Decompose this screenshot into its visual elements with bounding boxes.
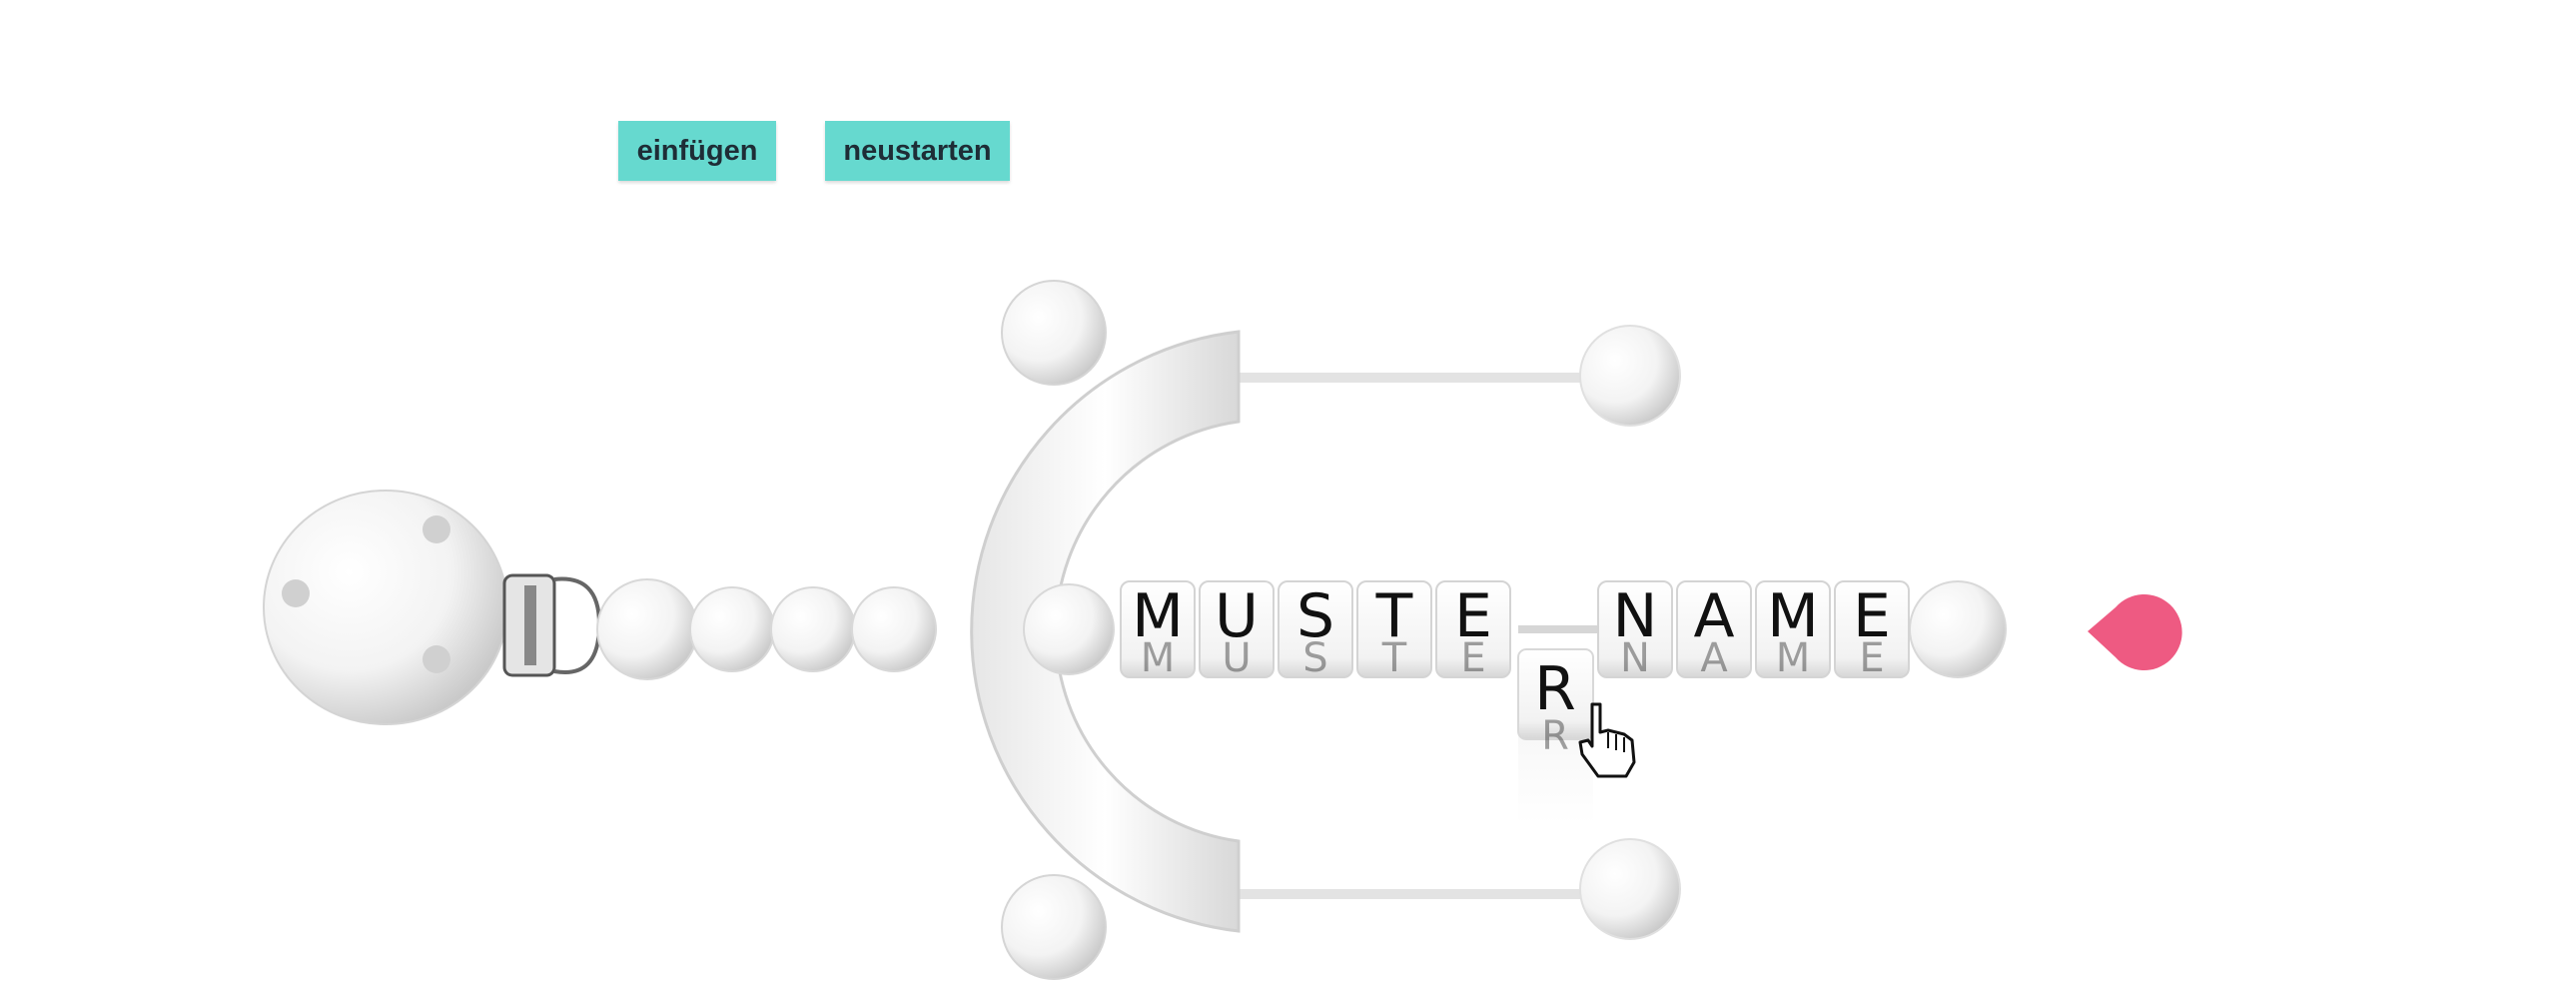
bead bbox=[770, 586, 856, 672]
bead bbox=[1023, 583, 1115, 675]
cube-letter-reflection: T bbox=[1381, 635, 1407, 681]
letter-cube[interactable]: TT bbox=[1356, 580, 1432, 681]
cube-letter: M bbox=[1132, 581, 1184, 651]
letter-cube[interactable]: EE bbox=[1834, 580, 1910, 681]
bead bbox=[1579, 838, 1681, 940]
cube-letter-reflection: A bbox=[1700, 635, 1728, 681]
letter-cube[interactable]: EE bbox=[1435, 580, 1511, 681]
cube-letter-reflection: S bbox=[1302, 635, 1327, 681]
bead bbox=[1001, 280, 1107, 386]
dragged-letter: R bbox=[1534, 654, 1576, 724]
bead bbox=[1579, 325, 1681, 427]
insert-position-marker[interactable] bbox=[2088, 593, 2182, 670]
dragged-letter-cube[interactable]: R R bbox=[1517, 648, 1594, 824]
cube-letter-reflection: E bbox=[1460, 635, 1485, 681]
pacifier-clip bbox=[263, 490, 602, 725]
cube-letter: E bbox=[1853, 581, 1891, 651]
cube-letter: M bbox=[1767, 581, 1819, 651]
cube-letter: N bbox=[1613, 581, 1658, 651]
letter-cube[interactable]: MM bbox=[1755, 580, 1831, 681]
bead bbox=[851, 586, 937, 672]
hand-cursor-icon bbox=[1578, 702, 1636, 778]
teething-ring bbox=[970, 330, 1241, 933]
letter-cube[interactable]: MM bbox=[1120, 580, 1196, 681]
cube-letter: U bbox=[1215, 581, 1259, 651]
cube-letter: T bbox=[1375, 581, 1413, 651]
insert-button[interactable]: einfügen bbox=[618, 121, 776, 181]
cube-letter-reflection: M bbox=[1776, 635, 1811, 681]
cube-letter-reflection: E bbox=[1859, 635, 1884, 681]
cube-letter: A bbox=[1693, 581, 1734, 651]
restart-button[interactable]: neustarten bbox=[825, 121, 1010, 181]
bead bbox=[1909, 580, 2007, 678]
bead bbox=[596, 578, 698, 680]
cube-letter-reflection: U bbox=[1222, 635, 1251, 681]
letter-cube[interactable]: NN bbox=[1597, 580, 1673, 681]
cube-letter-reflection: M bbox=[1141, 635, 1176, 681]
cube-letter: S bbox=[1296, 581, 1334, 651]
letter-cube[interactable]: AA bbox=[1676, 580, 1752, 681]
cube-letter-reflection: N bbox=[1620, 635, 1650, 681]
letter-cube[interactable]: SS bbox=[1278, 580, 1353, 681]
bead bbox=[689, 586, 775, 672]
bead bbox=[1001, 874, 1107, 980]
letter-cube[interactable]: UU bbox=[1199, 580, 1275, 681]
dragged-letter-reflection: R bbox=[1541, 713, 1569, 759]
cube-letter: E bbox=[1454, 581, 1492, 651]
